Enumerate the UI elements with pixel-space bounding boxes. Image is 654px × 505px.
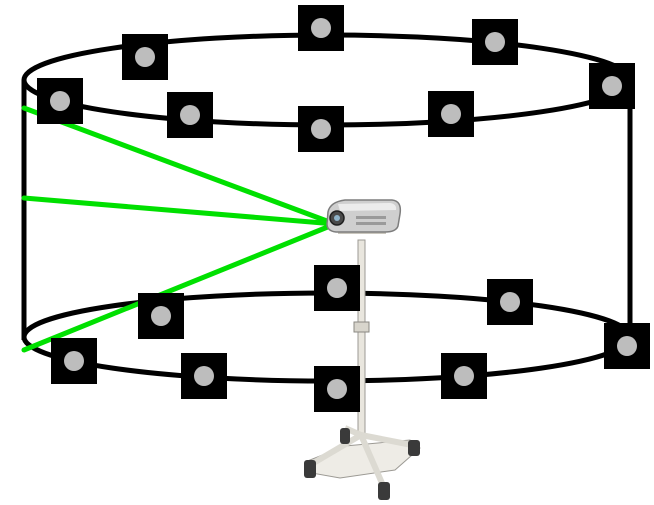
marker-dot	[327, 379, 347, 399]
stand-leg	[308, 432, 363, 468]
marker-icon	[167, 92, 213, 138]
marker-dot	[50, 91, 70, 111]
marker-icon	[314, 366, 360, 412]
marker-dot	[602, 76, 622, 96]
marker-icon	[138, 293, 184, 339]
marker-icon	[37, 78, 83, 124]
stand-collar	[353, 321, 370, 333]
marker-icon	[181, 353, 227, 399]
marker-dot	[135, 47, 155, 67]
marker-icon	[472, 19, 518, 65]
marker-dot	[500, 292, 520, 312]
projector-lens-glass	[334, 215, 340, 221]
projector-vent	[356, 216, 386, 219]
marker-icon	[298, 5, 344, 51]
projection-rays	[21, 105, 338, 353]
marker-dot	[485, 32, 505, 52]
marker-dot	[151, 306, 171, 326]
caster-wheel	[408, 440, 420, 456]
caster-wheel	[340, 428, 350, 444]
projection-ray	[21, 105, 338, 227]
projector-vent	[356, 222, 386, 225]
projection-ray	[21, 221, 338, 353]
marker-dot	[311, 18, 331, 38]
marker-icon	[51, 338, 97, 384]
projection-ray	[21, 195, 338, 227]
stand-leg	[360, 432, 413, 448]
marker-dot	[311, 119, 331, 139]
marker-icon	[298, 106, 344, 152]
marker-icon	[441, 353, 487, 399]
marker-icon	[589, 63, 635, 109]
marker-dot	[441, 104, 461, 124]
marker-dot	[454, 366, 474, 386]
marker-icon	[314, 265, 360, 311]
marker-icon	[604, 323, 650, 369]
marker-dot	[180, 105, 200, 125]
marker-dot	[194, 366, 214, 386]
marker-dot	[327, 278, 347, 298]
projector-icon	[326, 199, 402, 233]
marker-icon	[122, 34, 168, 80]
projector-top-highlight	[338, 203, 397, 211]
caster-wheel	[304, 460, 316, 478]
caster-wheel	[378, 482, 390, 500]
stand-leg	[358, 433, 388, 492]
marker-dot	[617, 336, 637, 356]
marker-icon	[487, 279, 533, 325]
marker-dot	[64, 351, 84, 371]
marker-icon	[428, 91, 474, 137]
marker-array	[37, 5, 650, 412]
